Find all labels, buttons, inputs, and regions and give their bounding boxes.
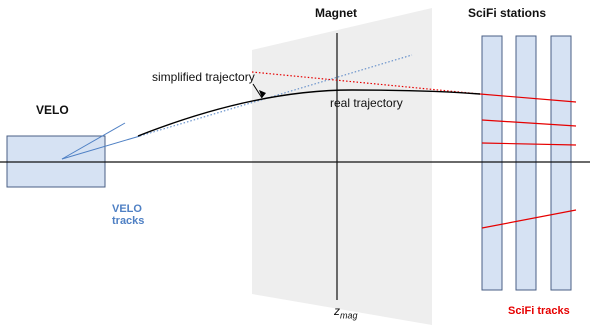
scifi-track-1 (479, 93, 577, 103)
scifi-station-1 (481, 35, 503, 291)
scifi-track-4 (481, 209, 577, 229)
scifi-station-3 (550, 35, 572, 291)
scifi-station-2 (515, 35, 537, 291)
velo-tracks-label: VELO tracks (112, 203, 144, 227)
velo-title: VELO (36, 103, 69, 117)
velo-track-lower (61, 135, 141, 160)
real-trajectory-label: real trajectory (330, 96, 403, 110)
z-symbol: z (334, 304, 340, 318)
pointer-arrowhead (259, 90, 266, 98)
scifi-track-2 (481, 119, 577, 127)
scifi-track-3 (481, 142, 577, 146)
magnet-title: Magnet (315, 6, 357, 20)
scifi-tracks-label: SciFi tracks (508, 305, 570, 317)
z-mag-label: zmag (334, 304, 358, 320)
velo-tracks-label-line2: tracks (112, 215, 145, 227)
velo-tracks-label-line1: VELO (112, 203, 142, 215)
magnet-plane (252, 8, 432, 325)
z-subscript: mag (340, 310, 358, 321)
simplified-trajectory-pointer (252, 83, 263, 99)
scifi-stations-title: SciFi stations (468, 6, 547, 20)
real-trajectory-curve (137, 89, 481, 137)
velo-track-upper (61, 122, 126, 160)
simplified-trajectory-label: simplified trajectory (152, 70, 255, 84)
